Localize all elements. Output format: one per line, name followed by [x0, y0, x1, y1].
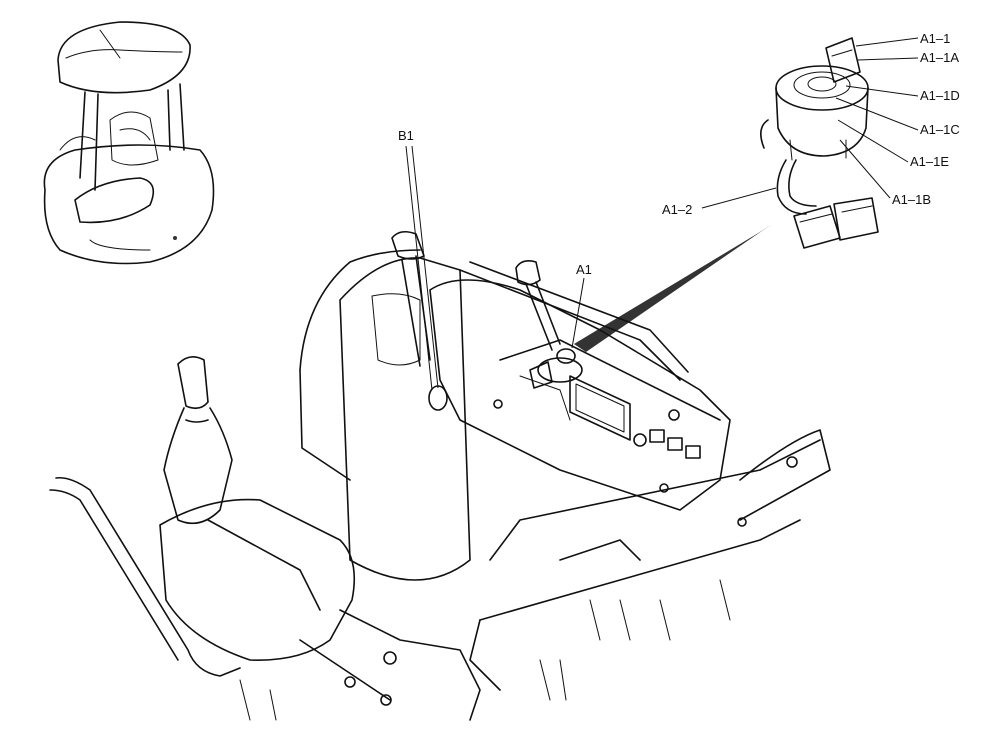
key-switch-assembly — [760, 37, 879, 249]
operator-station-illustration — [49, 230, 831, 721]
label-a1-1b: A1–1B — [892, 192, 931, 207]
label-a1-1a: A1–1A — [920, 50, 959, 65]
label-a1-1c: A1–1C — [920, 122, 960, 137]
callout-leaders — [405, 37, 919, 391]
label-a1-1: A1–1 — [920, 31, 950, 46]
cab-overview-thumbnail — [43, 21, 215, 265]
label-b1: B1 — [398, 128, 414, 143]
label-a1-1e: A1–1E — [910, 154, 949, 169]
label-a1-2: A1–2 — [662, 202, 692, 217]
label-a1: A1 — [576, 262, 592, 277]
label-a1-1d: A1–1D — [920, 88, 960, 103]
